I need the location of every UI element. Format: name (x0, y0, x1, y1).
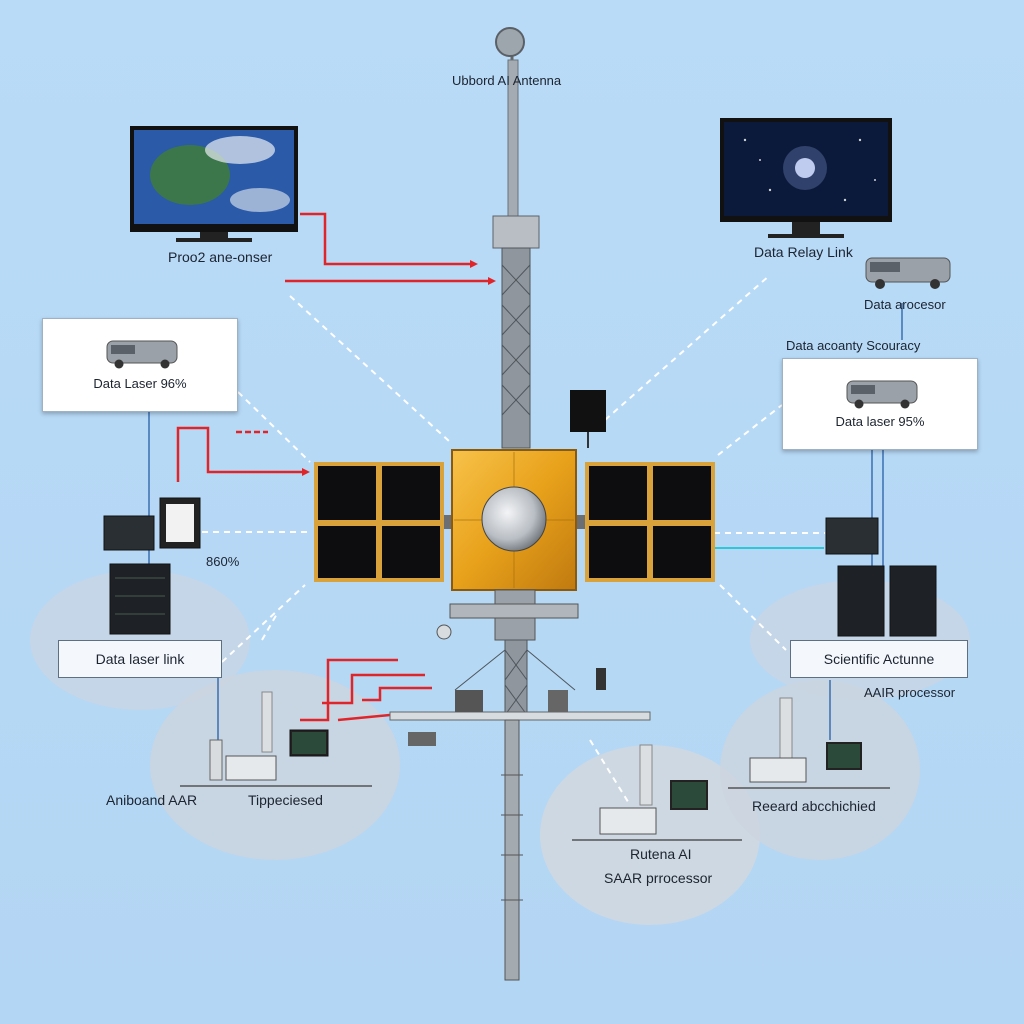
label-bottom-center-a: Rutena AI (630, 846, 692, 862)
label-percent-left: 860% (206, 554, 240, 569)
label-top-antenna: Ubbord AI Antenna (452, 73, 562, 88)
label-monitor-left: Proo2 ane-onser (168, 249, 273, 265)
globe-icon (481, 486, 547, 552)
label-bottom-left-a: Aniboand AAR (106, 792, 198, 808)
data-laser-link-label: Data laser link (95, 651, 185, 667)
label-accuracy-right: Data acoanty Scouracy (786, 338, 921, 353)
sensor-box-icon (570, 390, 606, 432)
box-data-laser-link: Data laser link (58, 640, 222, 678)
box-data-laser-left-label: Data Laser 96% (93, 376, 187, 391)
red-links (176, 212, 488, 722)
box-data-laser-right-label: Data laser 95% (835, 414, 925, 429)
scientific-actunne-label: Scientific Actunne (823, 651, 935, 667)
label-van-right: Data arocesor (864, 297, 946, 312)
box-scientific-actunne: Scientific Actunne (790, 640, 968, 678)
van-icon (106, 340, 178, 369)
label-bottom-right: Reeard abcchichied (752, 798, 876, 814)
label-aair-right: AAIR processor (864, 685, 956, 700)
label-bottom-left-b: Tippeciesed (248, 792, 323, 808)
dish-icon (495, 27, 525, 57)
box-data-laser-left: Data Laser 96% (42, 318, 238, 412)
box-data-laser-right: Data laser 95% (782, 358, 978, 450)
label-monitor-right: Data Relay Link (754, 244, 853, 260)
label-bottom-center-b: SAAR prrocessor (604, 870, 713, 886)
dashed-links (202, 274, 825, 806)
van-right-icon (865, 257, 951, 289)
van-icon (846, 380, 918, 409)
